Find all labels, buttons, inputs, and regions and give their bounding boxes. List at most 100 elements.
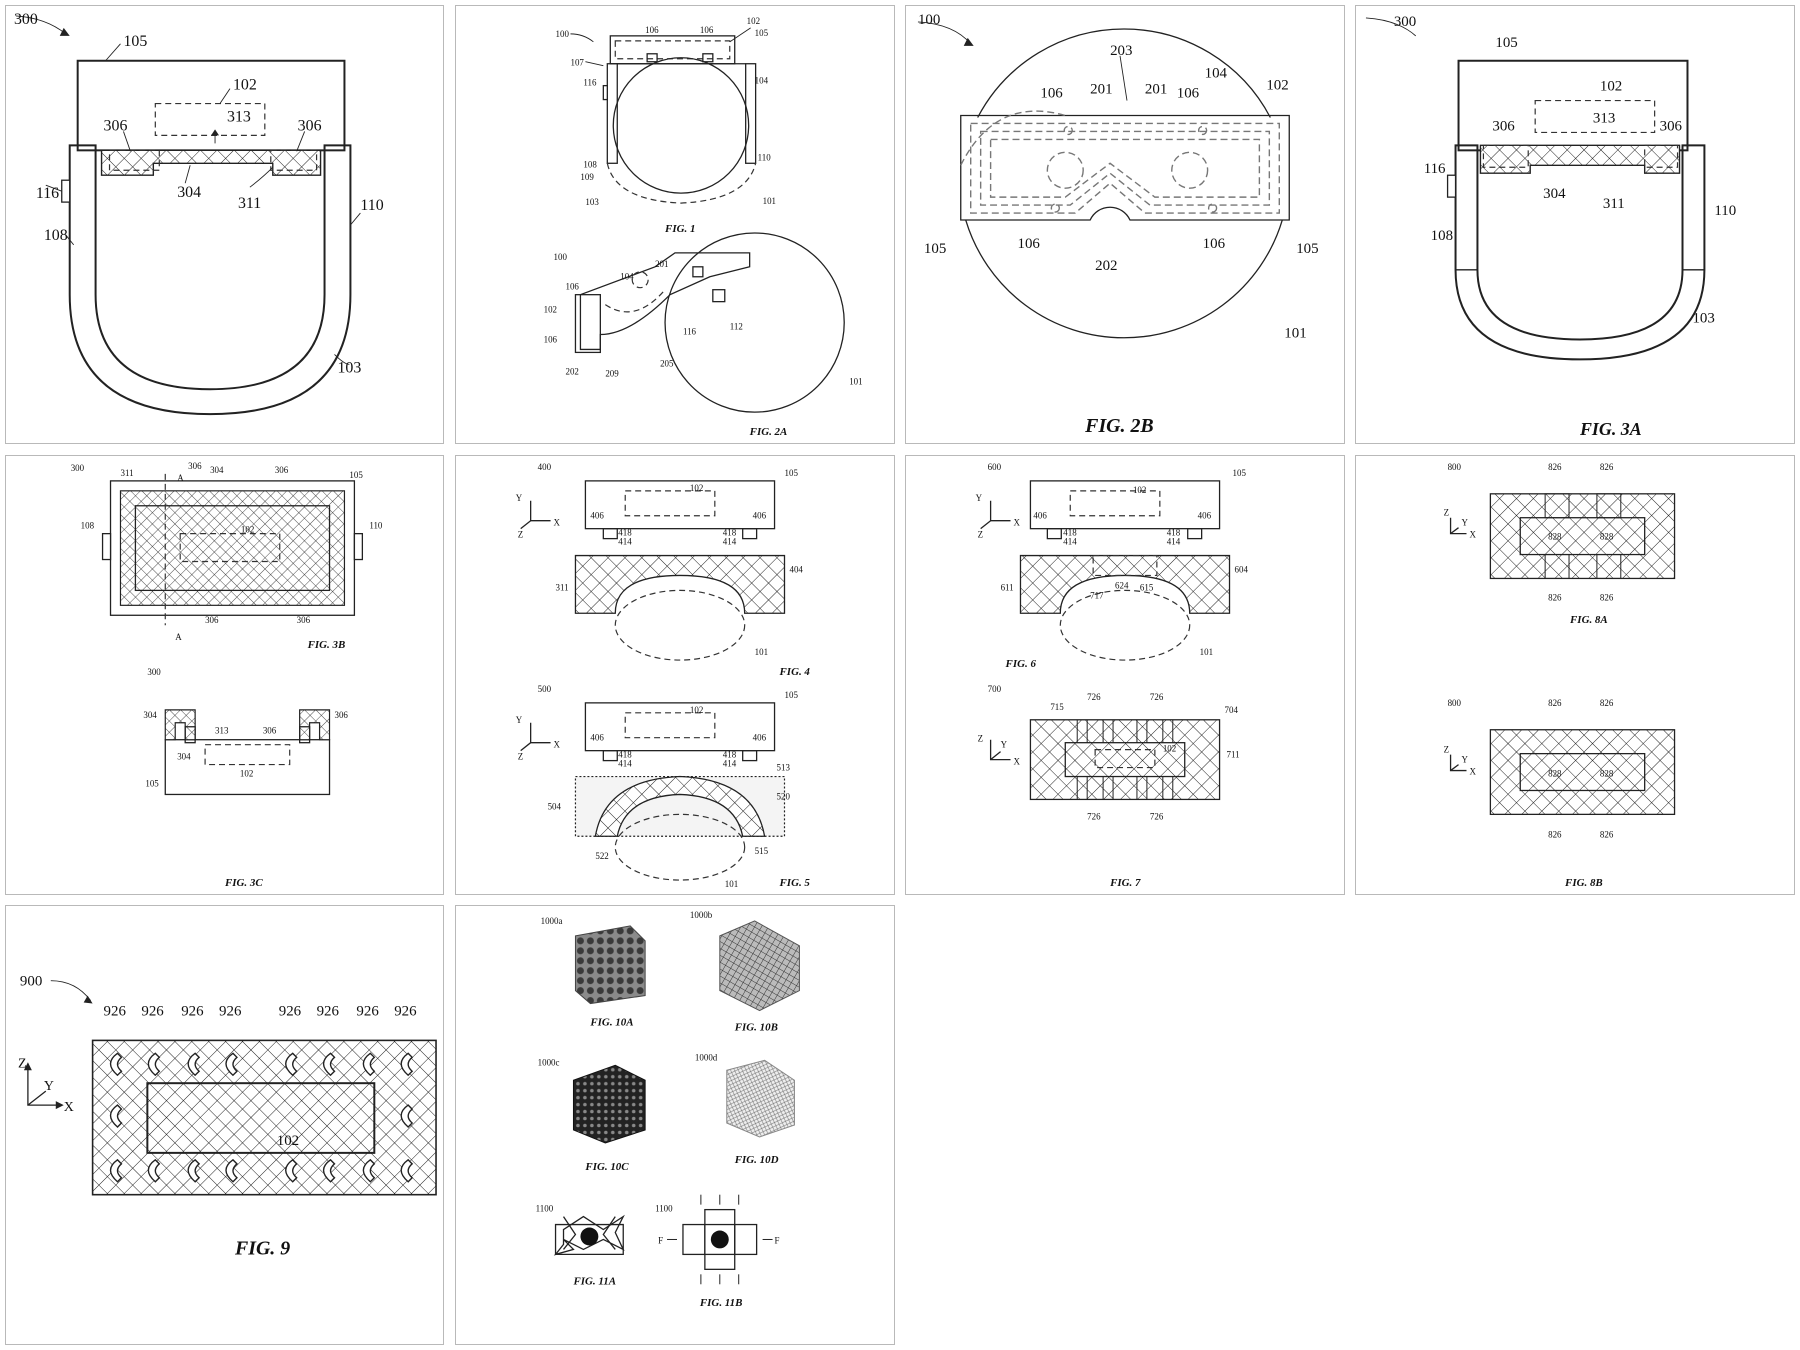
fig7-ref-726b: 726 — [1150, 692, 1164, 702]
fig4-axis-z: Z — [518, 530, 523, 540]
figure-panel-fig6-fig7: Y Z X 600 105 102 406 406 418 414 418 41… — [905, 455, 1345, 895]
fig4-ref-406b: 406 — [753, 511, 767, 521]
fig1-ref-105: 105 — [755, 28, 769, 38]
fig3a-ref-110: 110 — [1714, 203, 1736, 219]
fig5-ref-513: 513 — [777, 763, 791, 773]
fig5-ref-414b: 414 — [723, 759, 737, 769]
fig3a-ref-300: 300 — [1394, 14, 1416, 30]
fig10c-ref: 1000c — [538, 1057, 560, 1067]
fig4-ref-414a: 414 — [618, 537, 632, 547]
fig2b-ref-105a: 105 — [924, 241, 946, 257]
fig8a-ref-828b: 828 — [1600, 532, 1614, 542]
fig9-ref-900: 900 — [20, 974, 42, 990]
fig4-axis-x: X — [554, 518, 561, 528]
fig11b-force-left: F — [658, 1235, 663, 1245]
figure-panel-fig3b-fig3c: 300 311 A 306 304 306 105 108 102 110 30… — [5, 455, 444, 895]
fig1-ref-104: 104 — [755, 76, 769, 86]
fig10b-ref: 1000b — [690, 910, 713, 920]
ref-105: 105 — [123, 33, 147, 50]
fig2a-ref-201: 201 — [655, 259, 668, 269]
fig9-ref-926-6: 926 — [317, 1004, 340, 1020]
fig8a-axis-x: X — [1469, 530, 1476, 540]
fig5-ref-414a: 414 — [618, 759, 632, 769]
fig3c-ref-304b: 306 — [334, 710, 348, 720]
fig8b-ref-828a: 828 — [1548, 769, 1562, 779]
fig3c-ref-300: 300 — [147, 667, 161, 677]
figure-3b-3c-drawing: 300 311 A 306 304 306 105 108 102 110 30… — [71, 461, 383, 889]
fig9-axis-y: Y — [44, 1079, 54, 1094]
fig2b-ref-203: 203 — [1110, 43, 1132, 59]
fig9-ref-926-1: 926 — [104, 1004, 127, 1020]
figure-3a-drawing: 300 105 102 313 306 306 116 304 311 110 … — [1365, 14, 1736, 439]
fig2a-ref-106b: 106 — [544, 334, 558, 344]
fig2a-ref-112: 112 — [730, 322, 743, 332]
fig7-axis-z: Z — [978, 734, 983, 744]
fig5-ref-418a: 418 — [618, 750, 632, 760]
fig1-ref-108: 108 — [583, 159, 597, 169]
fig6-axis-z: Z — [978, 530, 983, 540]
fig8b-axis-x: X — [1469, 767, 1476, 777]
figure-1-2a-drawing: 100 106 106 102 105 107 104 116 108 110 … — [544, 16, 863, 438]
fig2b-ref-106b: 106 — [1177, 86, 1200, 102]
figure-panel-fig2b: 100 203 104 102 106 201 201 106 105 106 … — [905, 5, 1345, 444]
fig10d-ref: 1000d — [695, 1052, 718, 1062]
fig2b-ref-100: 100 — [918, 12, 940, 28]
fig6-ref-615: 615 — [1140, 582, 1154, 592]
fig5-ref-406b: 406 — [753, 733, 767, 743]
fig1-ref-107: 107 — [570, 58, 584, 68]
fig5-ref-102: 102 — [690, 705, 703, 715]
fig5-ref-105: 105 — [785, 690, 799, 700]
caption-fig8a: FIG. 8A — [1569, 614, 1608, 626]
fig3b-ref-110: 110 — [369, 521, 383, 531]
figure-panel-fig3a: 300 105 102 313 306 306 116 304 311 110 … — [1355, 5, 1795, 444]
caption-fig5: FIG. 5 — [779, 877, 811, 889]
fig5-ref-515: 515 — [755, 846, 769, 856]
fig3a-ref-102: 102 — [1600, 79, 1622, 95]
figure-panel-fig4-fig5: Y Z X 400 105 102 406 406 418 414 418 41… — [455, 455, 895, 895]
ref-304: 304 — [177, 184, 201, 201]
ref-108: 108 — [44, 227, 68, 244]
fig1-ref-101: 101 — [763, 196, 776, 206]
caption-fig3b: FIG. 3B — [307, 639, 346, 651]
fig6-ref-418a: 418 — [1063, 528, 1077, 538]
fig4-ref-404: 404 — [789, 564, 803, 574]
fig1-ref-102: 102 — [747, 16, 760, 26]
fig6-ref-414a: 414 — [1063, 537, 1077, 547]
fig6-ref-604: 604 — [1235, 564, 1249, 574]
fig5-ref-101: 101 — [725, 879, 738, 889]
ref-110: 110 — [360, 197, 383, 214]
fig2b-ref-202: 202 — [1095, 258, 1117, 274]
caption-fig11b: FIG. 11B — [699, 1297, 743, 1309]
fig6-ref-102: 102 — [1133, 485, 1146, 495]
fig4-axis-y: Y — [516, 493, 523, 503]
fig1-ref-103: 103 — [585, 197, 599, 207]
fig9-ref-926-2: 926 — [141, 1004, 164, 1020]
fig8a-ref-826c: 826 — [1548, 592, 1562, 602]
fig2a-ref-202: 202 — [566, 366, 579, 376]
fig1-ref-110: 110 — [758, 152, 772, 162]
fig11a-ref: 1100 — [536, 1204, 554, 1214]
fig3a-ref-311: 311 — [1603, 196, 1625, 212]
ref-313: 313 — [227, 108, 251, 125]
caption-fig10a: FIG. 10A — [589, 1016, 633, 1028]
fig2b-ref-106c: 106 — [1017, 236, 1040, 252]
caption-fig9: FIG. 9 — [234, 1237, 290, 1259]
caption-fig4: FIG. 4 — [779, 666, 811, 678]
fig3a-ref-306b: 306 — [1660, 118, 1683, 134]
fig5-ref-500: 500 — [538, 684, 552, 694]
figure-6-7-drawing: Y Z X 600 105 102 406 406 418 414 418 41… — [976, 462, 1249, 889]
fig7-ref-700: 700 — [988, 684, 1002, 694]
fig6-ref-101: 101 — [1200, 647, 1213, 657]
fig5-axis-y: Y — [516, 715, 523, 725]
fig6-ref-406b: 406 — [1198, 511, 1212, 521]
fig4-ref-311: 311 — [556, 582, 569, 592]
figure-panel-fig10-fig11: 1000a 1000b 1000c 1000d FIG. 10A FIG. 10… — [455, 905, 895, 1345]
fig6-axis-y: Y — [976, 493, 983, 503]
ref-306-left: 306 — [104, 117, 128, 134]
fig11b-force-right: F — [775, 1235, 780, 1245]
fig3b-ref-306d: 306 — [297, 615, 311, 625]
fig3b-ref-108: 108 — [81, 521, 95, 531]
caption-fig2a: FIG. 2A — [749, 426, 788, 438]
fig4-ref-102: 102 — [690, 483, 703, 493]
fig3c-ref-105: 105 — [145, 778, 159, 788]
